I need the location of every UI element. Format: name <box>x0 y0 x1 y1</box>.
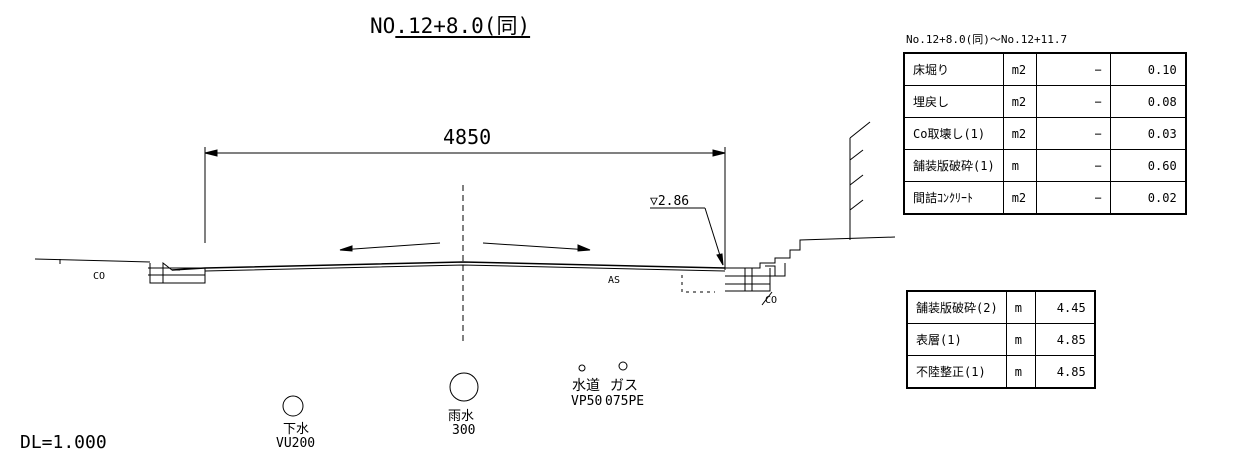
utility-name-water: 水道 <box>572 378 600 394</box>
unit-cell: m <box>1005 323 1036 356</box>
co-leader <box>761 291 773 306</box>
utility-name-sewer: 下水 <box>283 422 309 437</box>
pipe-storm <box>449 372 479 402</box>
unit-cell: m2 <box>1002 181 1037 215</box>
unit-cell: m <box>1005 355 1036 389</box>
gutter-left-base <box>158 267 206 284</box>
unit-cell: m2 <box>1002 85 1037 118</box>
dash-cell: − <box>1035 149 1111 182</box>
table-row: 埋戻し m2 − 0.08 <box>903 85 1187 118</box>
value-cell: 0.08 <box>1109 85 1187 118</box>
wall-hatch <box>849 174 864 186</box>
dash-cell: − <box>1035 117 1111 150</box>
utility-spec-water: VP50 <box>571 394 602 409</box>
value-cell: 4.85 <box>1034 323 1096 356</box>
slope-line-right <box>482 242 591 251</box>
unit-cell: m <box>1002 149 1037 182</box>
table-row: 間詰ｺﾝｸﾘｰﾄ m2 − 0.02 <box>903 181 1187 215</box>
road-surface-base <box>204 264 726 272</box>
wall-hatch <box>849 149 864 161</box>
drawing-title: NO.12+8.0(同) <box>370 10 530 40</box>
wall-top-slope <box>849 121 871 139</box>
road-surface-top <box>171 261 726 271</box>
item-cell: 間詰ｺﾝｸﾘｰﾄ <box>903 181 1004 215</box>
value-cell: 0.10 <box>1109 52 1187 86</box>
value-cell: 0.60 <box>1109 149 1187 182</box>
utility-spec-sewer: VU200 <box>276 436 315 451</box>
width-dimension-text: 4850 <box>443 125 491 149</box>
dimension-arrow-right <box>712 149 726 157</box>
unit-cell: m <box>1005 290 1036 324</box>
value-cell: 0.02 <box>1109 181 1187 215</box>
item-cell: 埋戻し <box>903 85 1004 118</box>
gutter-right-base <box>725 268 771 292</box>
table-row: 舗装版破砕(2) m 4.45 <box>906 290 1096 324</box>
slope-arrow-right <box>577 244 591 252</box>
value-cell: 0.03 <box>1109 117 1187 150</box>
utility-spec-storm: 300 <box>452 423 475 438</box>
value-cell: 4.45 <box>1034 290 1096 324</box>
title-station: .12+8.0(同) <box>395 14 531 38</box>
table-row: Co取壊し(1) m2 − 0.03 <box>903 117 1187 150</box>
wall-hatch <box>849 199 864 211</box>
table-row: 床堀り m2 − 0.10 <box>903 52 1187 86</box>
excavation-outline <box>681 275 715 293</box>
gutter-left <box>149 261 180 284</box>
gutter-left-lip <box>148 267 158 276</box>
gutter-right-detail <box>744 263 786 291</box>
dash-cell: − <box>1035 52 1111 86</box>
utility-name-gas: ガス <box>610 378 638 394</box>
slope-arrow-left <box>339 245 353 252</box>
title-prefix: NO <box>370 14 396 38</box>
pipe-gas <box>618 361 628 371</box>
item-cell: 舗装版破砕(1) <box>903 149 1004 182</box>
level-mark-text: ▽2.86 <box>650 194 689 209</box>
item-cell: 表層(1) <box>906 323 1007 356</box>
table-row: 舗装版破砕(1) m − 0.60 <box>903 149 1187 182</box>
value-cell: 4.85 <box>1034 355 1096 389</box>
as-label: AS <box>608 275 620 286</box>
item-cell: 舗装版破砕(2) <box>906 290 1007 324</box>
utility-name-storm: 雨水 <box>448 409 474 424</box>
quantity-range-label: No.12+8.0(同)〜No.12+11.7 <box>906 33 1068 46</box>
pipe-sewer <box>282 395 304 417</box>
curb-right <box>725 236 896 269</box>
quantity-table-2: 舗装版破砕(2) m 4.45 表層(1) m 4.85 不陸整正(1) m 4… <box>906 290 1096 389</box>
quantity-table-1: 床堀り m2 − 0.10 埋戻し m2 − 0.08 Co取壊し(1) m2 … <box>903 52 1187 215</box>
table-row: 不陸整正(1) m 4.85 <box>906 355 1096 389</box>
curb-right-inner <box>765 265 776 276</box>
unit-cell: m2 <box>1002 52 1037 86</box>
dash-cell: − <box>1035 181 1111 215</box>
co-label-right: CO <box>765 295 777 306</box>
unit-cell: m2 <box>1002 117 1037 150</box>
slope-line-left <box>339 242 441 251</box>
scale-label: DL=1.000 <box>20 432 107 453</box>
item-cell: 床堀り <box>903 52 1004 86</box>
item-cell: 不陸整正(1) <box>906 355 1007 389</box>
dimension-arrow-left <box>204 149 218 157</box>
table-row: 表層(1) m 4.85 <box>906 323 1096 356</box>
item-cell: Co取壊し(1) <box>903 117 1004 150</box>
utility-spec-gas: 075PE <box>605 394 644 409</box>
dash-cell: − <box>1035 85 1111 118</box>
existing-ground-left <box>34 258 151 263</box>
level-leader-arrow <box>716 253 724 266</box>
co-label-left: CO <box>93 271 105 282</box>
pipe-water <box>578 364 586 372</box>
